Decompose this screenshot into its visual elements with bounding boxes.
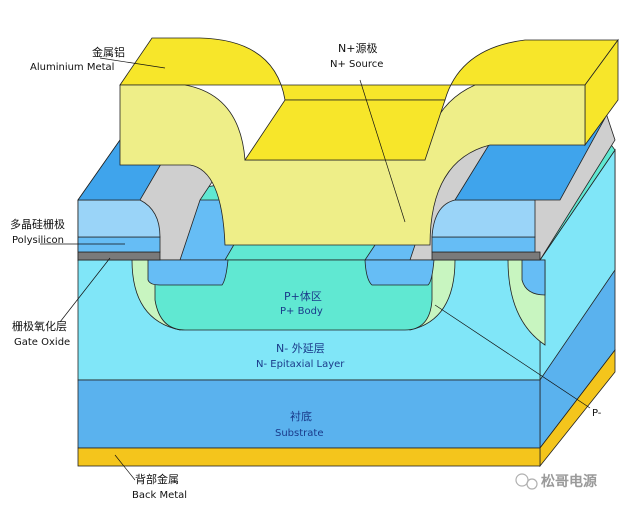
label-oxide-en: Gate Oxide [14, 337, 70, 348]
label-body-zh: P+体区 [284, 289, 322, 303]
aluminium-metal-trough [244, 99, 446, 161]
leader-pminus [434, 304, 591, 409]
label-source-zh: N+源极 [338, 41, 377, 55]
label-oxide-zh: 栅极氧化层 [12, 319, 67, 333]
label-source-en: N+ Source [330, 59, 383, 70]
watermark-logo-icon [515, 473, 538, 490]
leader-back-metal [114, 454, 136, 481]
leader-aluminium [99, 57, 166, 69]
label-substrate-zh: 衬底 [290, 409, 312, 423]
back-metal-layer [77, 447, 541, 467]
label-epi-zh: N- 外延层 [276, 342, 325, 355]
polysilicon-gate-right-top [431, 199, 536, 238]
label-epi-en: N- Epitaxial Layer [256, 359, 345, 370]
watermark-text: 松哥电源 [541, 473, 597, 490]
aluminium-metal-front [119, 84, 586, 246]
n-plus-source-right [364, 259, 435, 286]
polysilicon-gate-left [77, 236, 161, 253]
n-plus-source-left [147, 259, 229, 286]
label-aluminium-zh: 金属铝 [92, 45, 125, 59]
label-body-en: P+ Body [280, 306, 323, 317]
label-poly-zh: 多晶硅栅极 [10, 217, 65, 231]
leader-oxide [59, 257, 111, 323]
leader-source [359, 79, 406, 223]
polysilicon-gate-right [431, 236, 536, 253]
label-poly-en: Polysilicon [12, 235, 64, 246]
polysilicon-gate-left-top [77, 199, 161, 238]
gate-oxide-right [431, 251, 541, 261]
label-back-en: Back Metal [132, 490, 187, 501]
n-plus-source-far-right [521, 259, 546, 296]
gate-oxide-left [77, 251, 161, 261]
label-back-zh: 背部金属 [135, 472, 179, 486]
label-aluminium-en: Aluminium Metal [30, 62, 114, 73]
label-substrate-en: Substrate [275, 428, 323, 439]
label-p-minus: P- [592, 408, 602, 419]
